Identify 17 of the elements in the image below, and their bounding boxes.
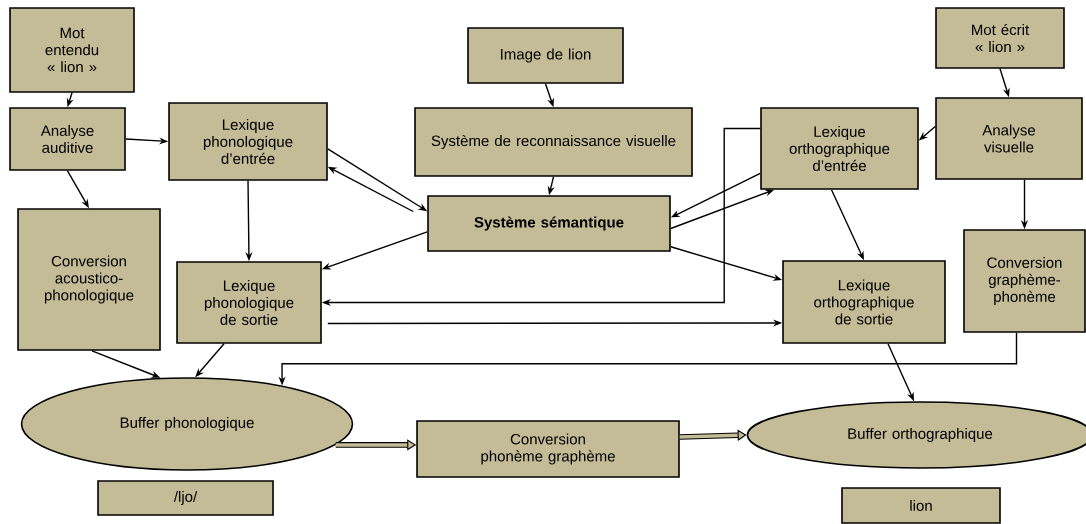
process-box: Système sémantique	[427, 195, 671, 252]
process-box: Conversion acoustico-phonologique	[17, 208, 161, 351]
double-arrow	[679, 429, 747, 441]
process-box: Lexique phonologique d’entrée	[168, 102, 328, 181]
process-box: Lexique phonologique de sortie	[176, 261, 322, 344]
process-box: Lexique orthographique d’entrée	[760, 107, 919, 190]
process-box: Conversion phonème graphème	[416, 420, 680, 478]
process-box: Image de lion	[467, 27, 624, 84]
process-box: Mot écrit « lion »	[935, 7, 1065, 69]
process-box: /ljo/	[97, 480, 274, 516]
process-box: Analyse visuelle	[935, 97, 1083, 180]
process-box: Analyse auditive	[9, 107, 126, 171]
process-box: Mot entendu « lion »	[9, 7, 135, 93]
process-box: Système de reconnaissance visuelle	[414, 107, 693, 177]
process-box: Conversion graphème-phonème	[963, 229, 1086, 333]
process-box: lion	[841, 487, 1001, 524]
process-box: Lexique orthographique de sortie	[782, 260, 946, 344]
